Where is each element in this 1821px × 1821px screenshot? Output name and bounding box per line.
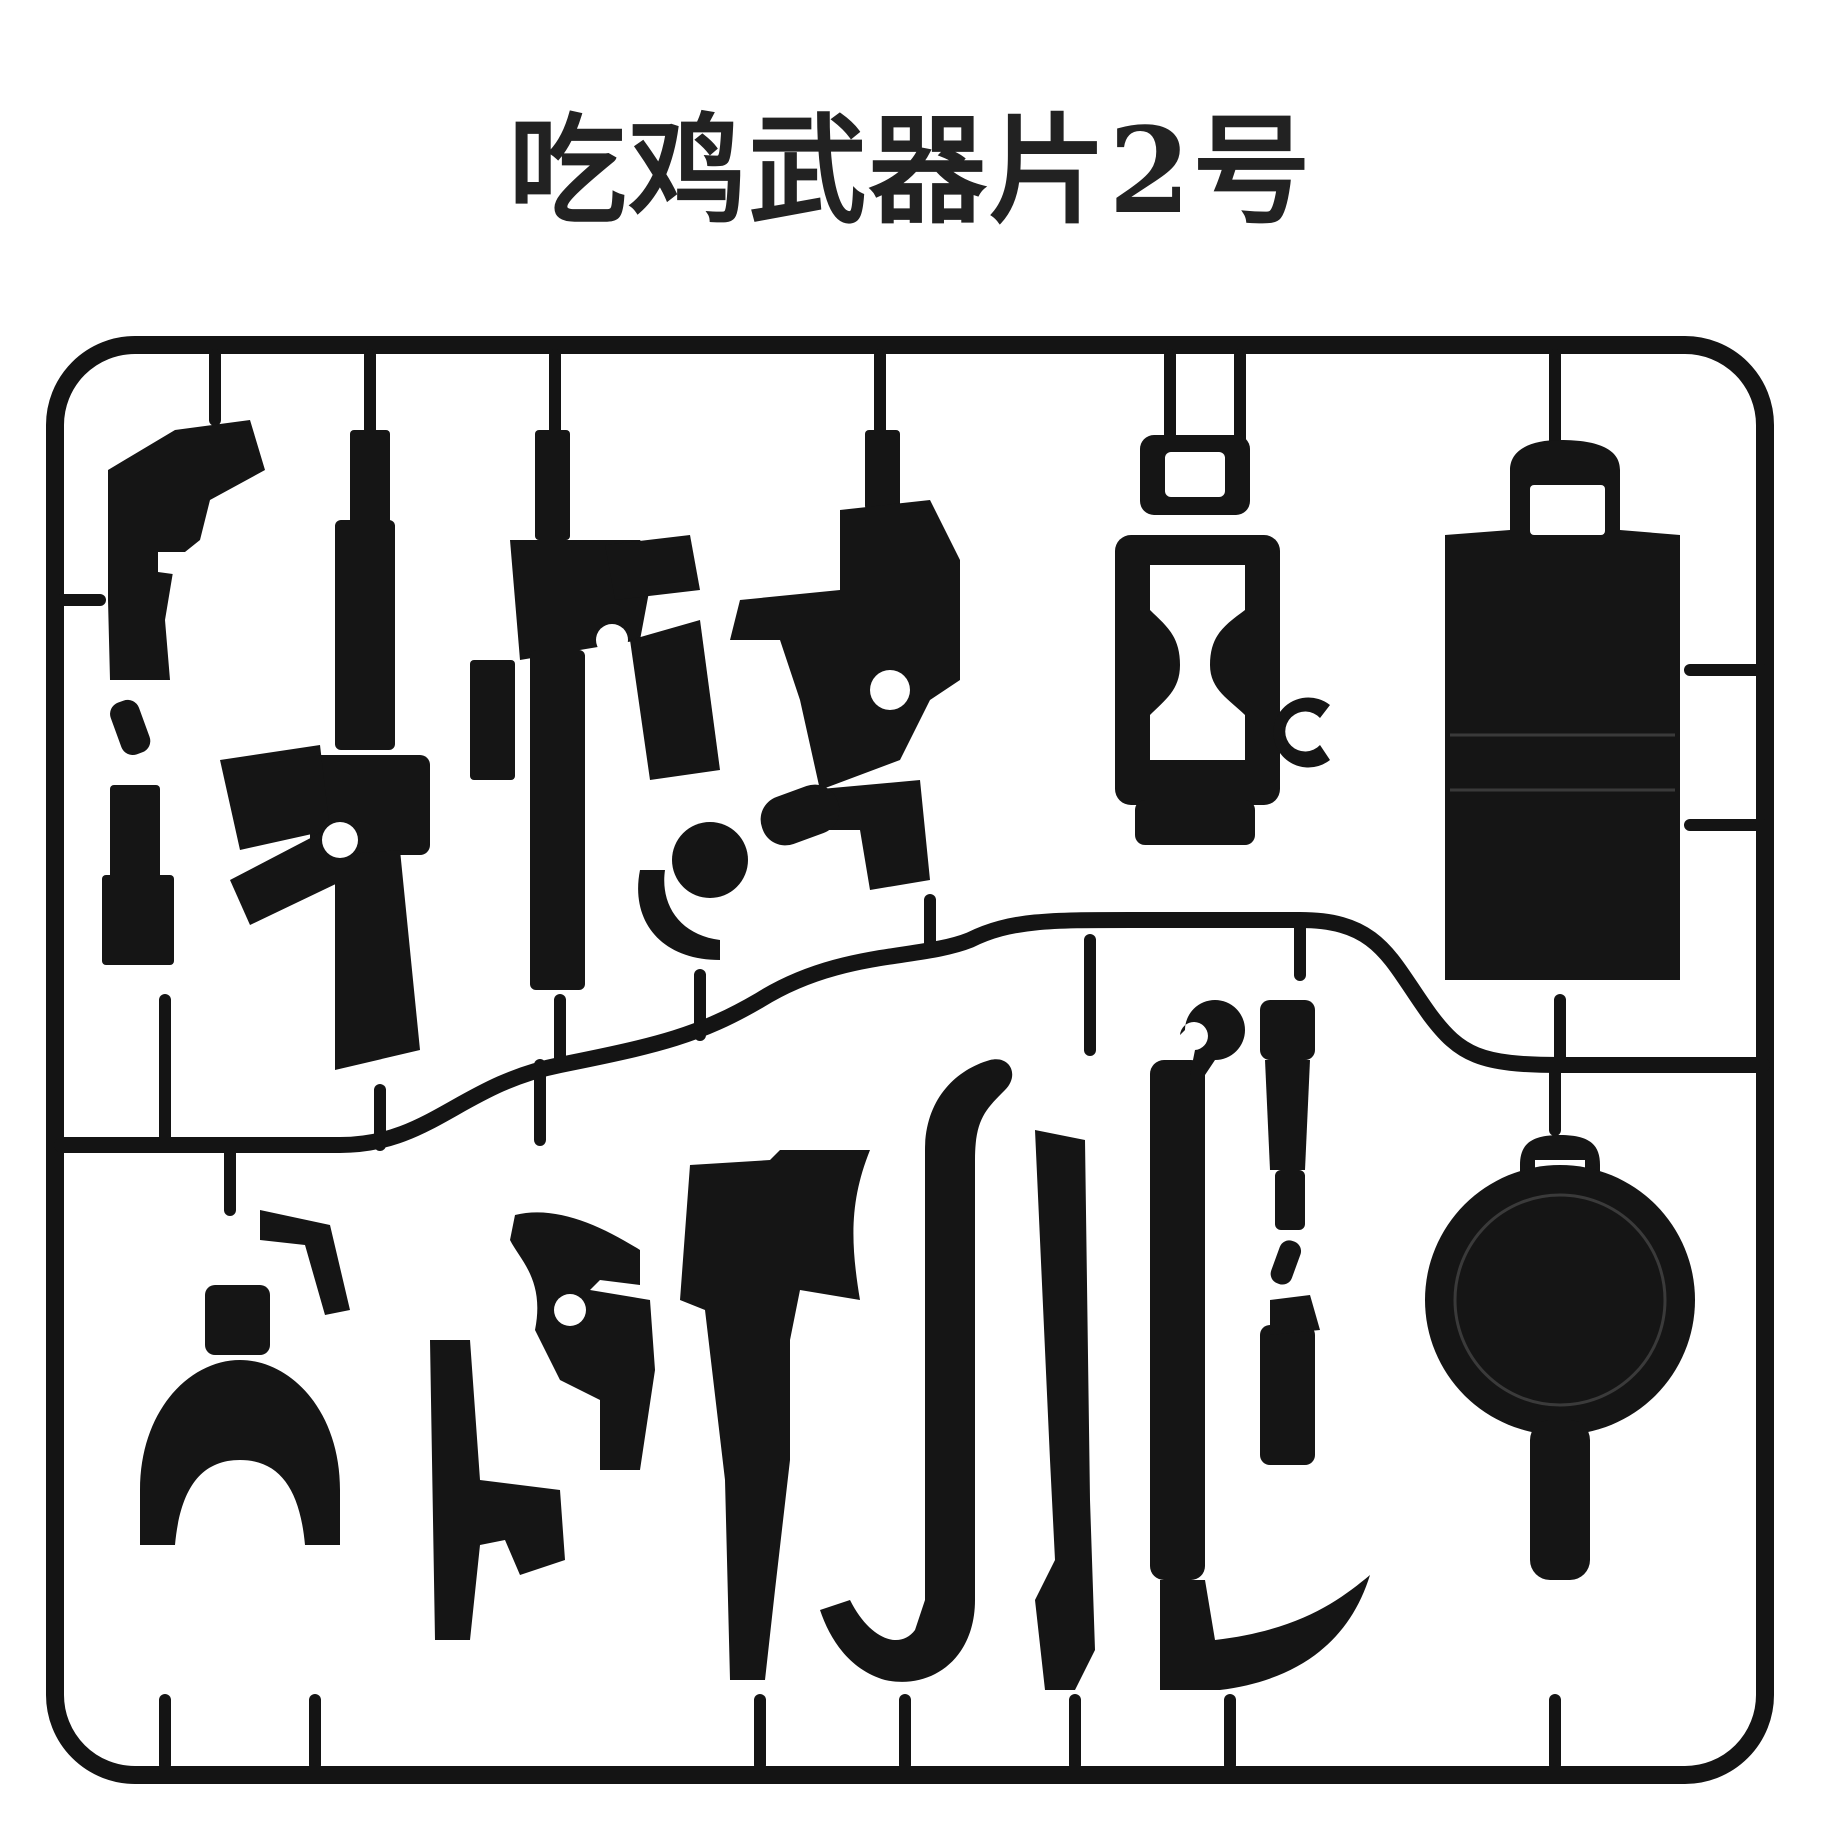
- compact-pistol-icon: [430, 1340, 565, 1640]
- grenade-icon: [1260, 1240, 1320, 1465]
- pistol-icon: [108, 420, 265, 680]
- helmet-visor-icon: [140, 1210, 350, 1545]
- grenade-hook-icon: [638, 822, 748, 960]
- smg-icon: [730, 430, 960, 890]
- magazine-icon: [102, 699, 174, 965]
- carbine-rifle-icon: [470, 430, 720, 990]
- backpack-icon: [1445, 440, 1680, 980]
- machete-icon: [1035, 1130, 1095, 1690]
- sheet-title: 吃鸡武器片2号: [508, 100, 1313, 240]
- scope-sight-icon: [1115, 435, 1330, 845]
- revolver-icon: [510, 1212, 655, 1470]
- assault-rifle-icon: [220, 430, 430, 1070]
- sickle-icon: [1150, 1000, 1370, 1690]
- axe-icon: [680, 1150, 870, 1680]
- sprue-runners: [54, 349, 1770, 1771]
- crowbar-icon: [820, 1059, 1013, 1682]
- frying-pan-icon: [1425, 1135, 1695, 1580]
- flashlight-icon: [1260, 1000, 1315, 1230]
